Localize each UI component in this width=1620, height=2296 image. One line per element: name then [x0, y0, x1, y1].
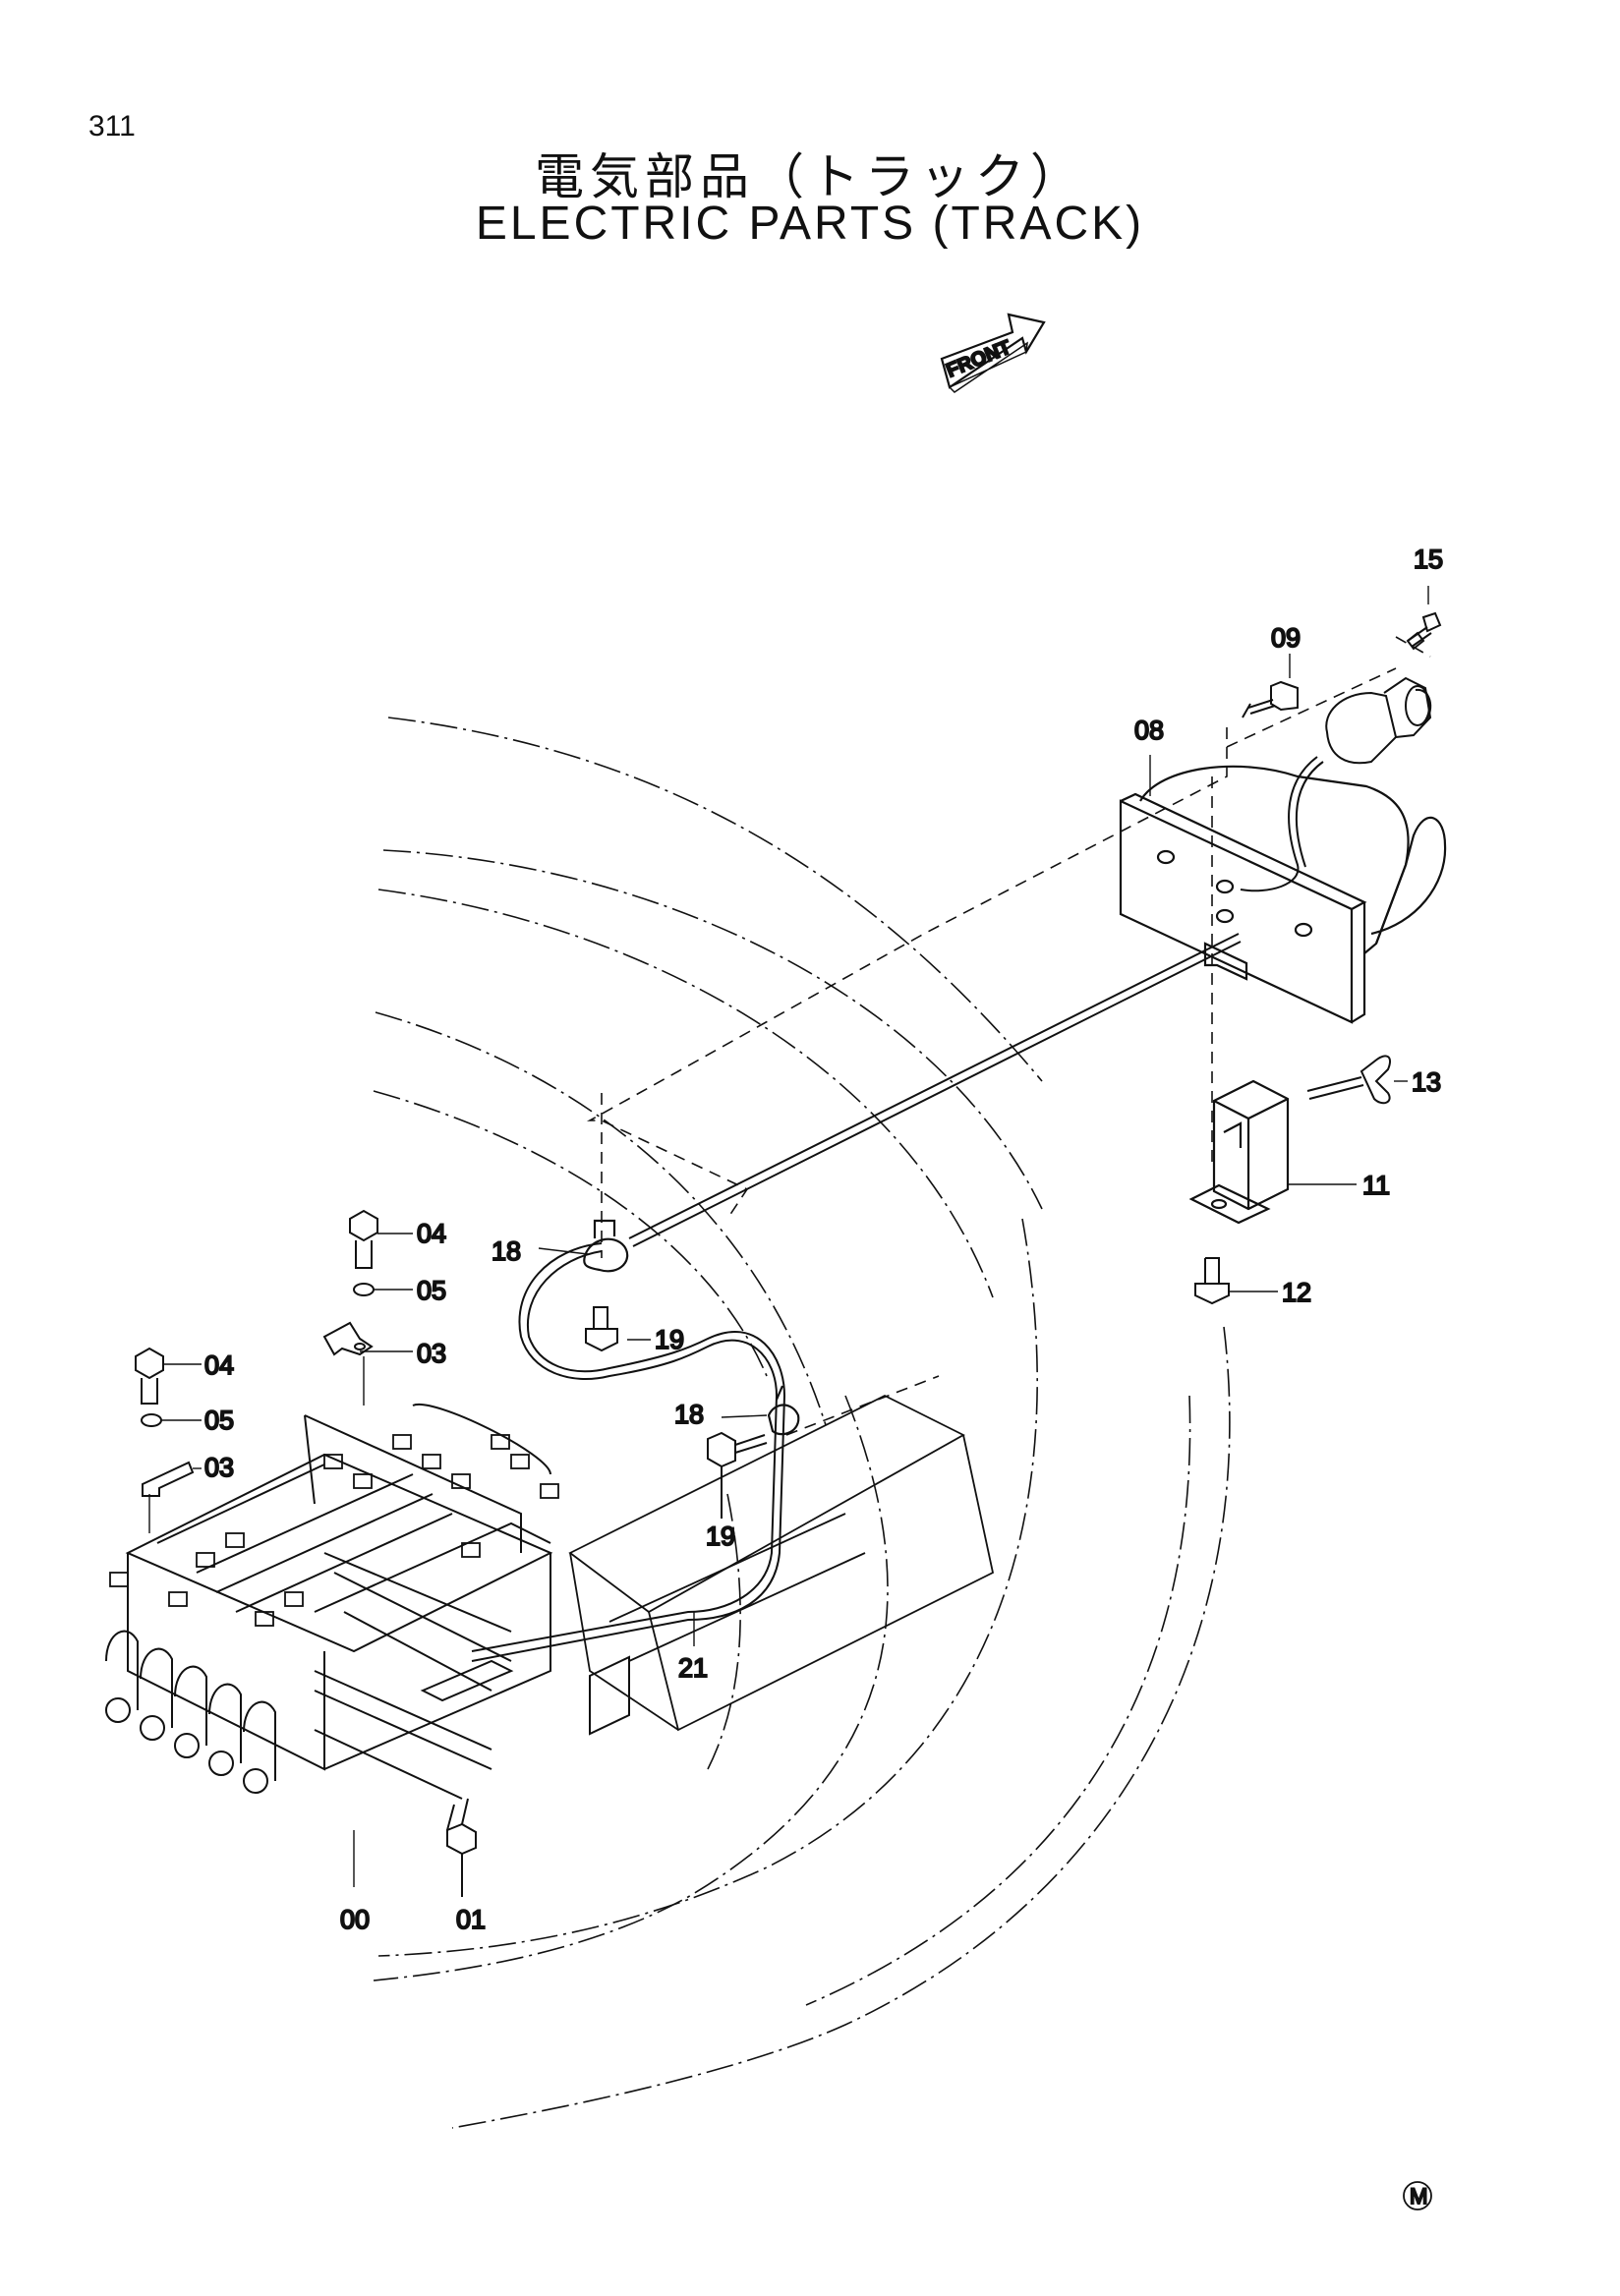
- washer-icon: [353, 1283, 375, 1296]
- part-label-19: 19: [706, 1521, 735, 1551]
- part-label-04: 04: [204, 1350, 234, 1380]
- washer-icon: [141, 1413, 162, 1427]
- part-label-09: 09: [1271, 623, 1301, 653]
- part-label-19: 19: [655, 1325, 684, 1354]
- front-arrow-icon: FRONT: [940, 313, 1046, 393]
- part-label-03: 03: [204, 1453, 234, 1482]
- part-label-08: 08: [1134, 716, 1164, 745]
- part-label-18: 18: [492, 1236, 521, 1266]
- bolt-icon: [446, 1798, 477, 1897]
- title-japanese: 電気部品（トラック）: [535, 148, 1085, 205]
- part-label-05: 05: [204, 1406, 234, 1435]
- part-label-00: 00: [340, 1905, 370, 1934]
- part-label-15: 15: [1414, 545, 1443, 574]
- cable-clamp-icon: [583, 1219, 629, 1273]
- cable-harness: [471, 756, 1324, 1662]
- part-label-21: 21: [678, 1653, 708, 1683]
- holder-bracket-11: [1188, 1079, 1290, 1225]
- bracket-assembly-08: [1119, 765, 1447, 1024]
- bolt-icon: [1194, 1257, 1230, 1305]
- part-label-01: 01: [456, 1905, 486, 1934]
- bolt-icon: [585, 1306, 618, 1352]
- part-label-18: 18: [674, 1400, 704, 1429]
- cab-floor-outline: [373, 717, 1231, 2129]
- footer-mark: M: [1410, 2184, 1427, 2209]
- connector-plug-icon: [1325, 676, 1432, 765]
- part-label-05: 05: [417, 1276, 446, 1305]
- assembly-leaders: [586, 636, 1431, 1436]
- bolt-icon: [707, 1431, 768, 1519]
- screw-icon: [1406, 611, 1442, 651]
- mount-bracket-icon: [142, 1461, 195, 1497]
- valve-connectors: [109, 1434, 559, 1627]
- bolt-icon: [1242, 680, 1299, 718]
- console-box: [568, 1394, 995, 1732]
- page-number: 311: [88, 110, 136, 143]
- cable-clamp-icon: [767, 1385, 800, 1436]
- bolt-icon: [349, 1209, 378, 1269]
- part-label-03: 03: [417, 1339, 446, 1368]
- mount-bracket-icon: [322, 1321, 374, 1356]
- wing-bolt-icon: [1306, 1055, 1392, 1105]
- part-label-12: 12: [1282, 1278, 1311, 1307]
- solenoid-valve-stack: [105, 1403, 630, 1800]
- part-label-11: 11: [1362, 1171, 1390, 1200]
- bolt-icon: [135, 1347, 164, 1405]
- part-label-04: 04: [417, 1219, 446, 1248]
- leader-lines: [148, 586, 1429, 1887]
- title-english: ELECTRIC PARTS (TRACK): [475, 198, 1145, 250]
- part-label-13: 13: [1412, 1067, 1441, 1097]
- m-mark-icon: M: [1403, 2181, 1432, 2210]
